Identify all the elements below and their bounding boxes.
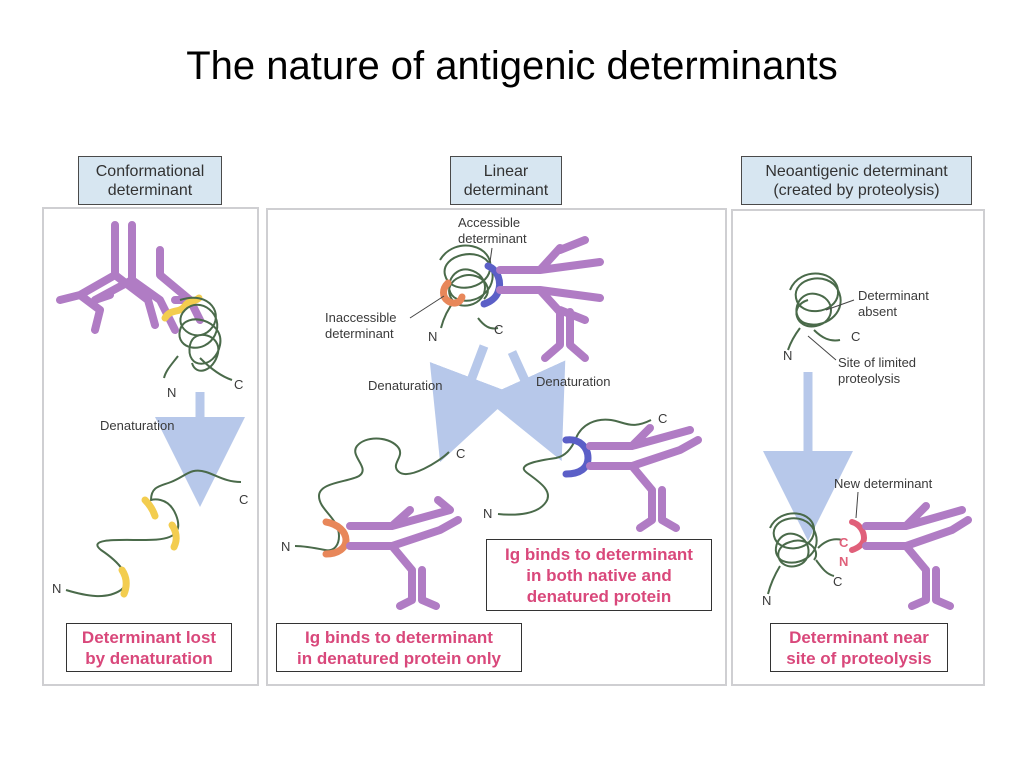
linear-native-c-label: C <box>494 322 503 337</box>
neoantigenic-header: Neoantigenic determinant (created by pro… <box>741 156 972 205</box>
conformational-determinant-segment-1 <box>141 496 159 520</box>
neoantigenic-cleaved-n-label: N <box>762 593 771 608</box>
neoantigenic-proteolysis-pointer <box>807 335 837 361</box>
conformational-caption-line2: by denaturation <box>85 648 213 668</box>
neoantigenic-absent-pointer <box>825 299 855 311</box>
linear-inaccessible-pointer <box>409 295 445 319</box>
linear-caption-right-line2: in both native and <box>526 565 672 585</box>
conformational-header: Conformational determinant <box>78 156 222 205</box>
neoantigenic-new-c-label: C <box>839 535 849 550</box>
conformational-native-protein <box>163 296 233 381</box>
linear-denatured-n-label-left: N <box>281 539 290 554</box>
linear-header: Linear determinant <box>450 156 562 205</box>
linear-caption-right-line1: Ig binds to determinant <box>505 544 693 564</box>
linear-denatured-antibody-left <box>346 496 462 610</box>
neoantigenic-new-determinant-pointer <box>855 491 859 519</box>
neoantigenic-header-line2: (created by proteolysis) <box>773 181 940 199</box>
linear-caption-right: Ig binds to determinant in both native a… <box>486 539 712 611</box>
linear-denaturation-label-right: Denaturation <box>536 374 610 389</box>
neoantigenic-new-determinant <box>849 519 868 553</box>
neoantigenic-new-n-label: N <box>839 554 848 569</box>
linear-header-line1: Linear <box>483 162 529 180</box>
neoantigenic-native-c-label: C <box>851 329 860 344</box>
conformational-denatured-n-label: N <box>52 581 61 596</box>
linear-denatured-antibody-right <box>586 424 702 532</box>
conformational-caption: Determinant lost by denaturation <box>66 623 232 672</box>
neoantigenic-header-line1: Neoantigenic determinant <box>765 162 948 180</box>
linear-caption-bottom-line1: Ig binds to determinant <box>305 627 493 647</box>
linear-accessible-pointer <box>489 247 493 263</box>
linear-caption-right-line3: denatured protein <box>526 586 672 606</box>
linear-inaccessible-determinant <box>440 279 466 307</box>
linear-caption-bottom: Ig binds to determinant in denatured pro… <box>276 623 522 672</box>
linear-denaturation-arrow-left <box>429 344 515 463</box>
neoantigenic-absent-label-line1: Determinant <box>858 288 929 303</box>
conformational-caption-line1: Determinant lost <box>81 627 217 647</box>
conformational-denatured-chain <box>65 469 242 597</box>
neoantigenic-proteolysis-label-line1: Site of limited <box>838 355 916 370</box>
neoantigenic-native-protein <box>787 272 842 351</box>
conformational-c-label: C <box>234 377 243 392</box>
neoantigenic-antibody <box>862 502 972 610</box>
conformational-antibody <box>56 221 204 334</box>
neoantigenic-proteolysis-label-line2: proteolysis <box>838 371 901 386</box>
conformational-determinant-segment-3 <box>118 566 130 598</box>
linear-denatured-chain-left <box>294 437 450 552</box>
conformational-determinant <box>161 294 203 322</box>
conformational-denatured-c-label: C <box>239 492 248 507</box>
linear-accessible-determinant-denatured <box>562 436 592 478</box>
linear-inaccessible-label-line1: Inaccessible <box>325 310 397 325</box>
conformational-n-label: N <box>167 385 176 400</box>
linear-denatured-n-label-right: N <box>483 506 492 521</box>
linear-native-antibody <box>496 236 604 362</box>
neoantigenic-caption-line1: Determinant near <box>789 627 929 647</box>
linear-denaturation-arrow-right <box>483 350 566 461</box>
conformational-header-line2: determinant <box>107 181 193 199</box>
conformational-header-line1: Conformational <box>95 162 205 180</box>
conformational-determinant-segment-2 <box>168 521 180 551</box>
linear-inaccessible-label-line2: determinant <box>325 326 394 341</box>
linear-caption-bottom-line2: in denatured protein only <box>296 648 501 668</box>
linear-header-line2: determinant <box>463 181 549 199</box>
neoantigenic-cleaved-c-label: C <box>833 574 842 589</box>
neoantigenic-native-n-label: N <box>783 348 792 363</box>
linear-accessible-label-line2: determinant <box>458 231 527 246</box>
conformational-denaturation-label: Denaturation <box>100 418 174 433</box>
neoantigenic-cleaved-protein <box>767 512 843 595</box>
linear-denatured-chain-right <box>497 418 652 516</box>
linear-inaccessible-determinant-denatured <box>322 518 350 558</box>
neoantigenic-absent-label-line2: absent <box>858 304 897 319</box>
linear-denatured-c-label-left: C <box>456 446 465 461</box>
slide-title: The nature of antigenic determinants <box>186 44 838 88</box>
linear-denaturation-label-left: Denaturation <box>368 378 442 393</box>
neoantigenic-caption: Determinant near site of proteolysis <box>770 623 948 672</box>
neoantigenic-caption-line2: site of proteolysis <box>786 648 932 668</box>
linear-denatured-c-label-right: C <box>658 411 667 426</box>
neoantigenic-new-determinant-label: New determinant <box>834 476 933 491</box>
linear-accessible-label-line1: Accessible <box>458 215 520 230</box>
linear-native-n-label: N <box>428 329 437 344</box>
